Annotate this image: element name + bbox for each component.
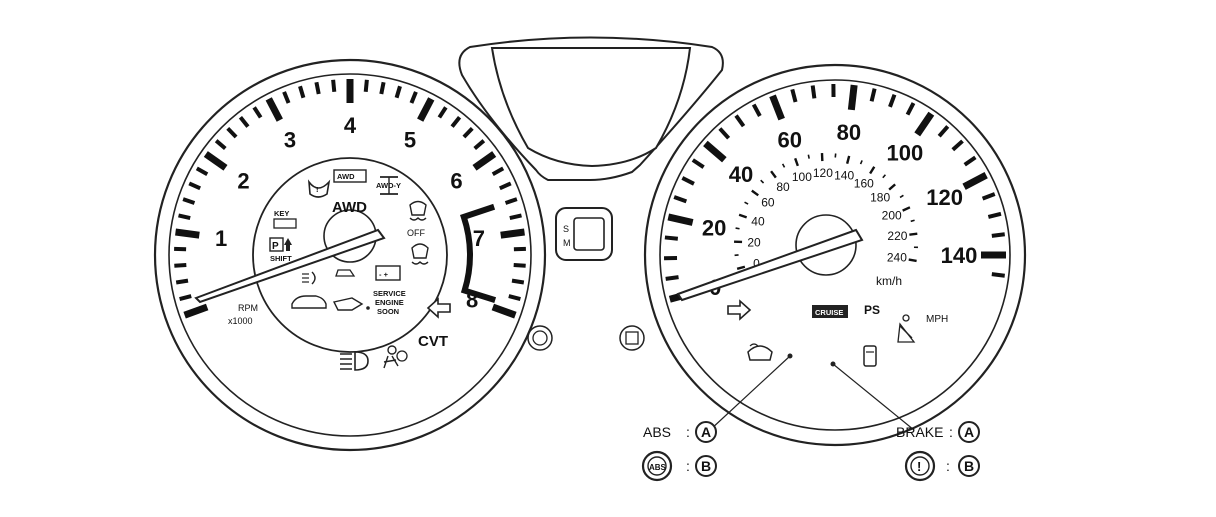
- speedo-tick: [851, 85, 854, 110]
- service-engine-line3: SOON: [377, 307, 399, 316]
- svg-text:!: !: [316, 185, 319, 194]
- speedo-tick: [665, 237, 678, 238]
- shift-label: SHIFT: [270, 254, 292, 263]
- abs-letter-b: B: [701, 458, 711, 474]
- tach-tick: [333, 80, 334, 92]
- tach-tick: [176, 232, 200, 235]
- svg-text:- +: - +: [379, 270, 389, 279]
- tach-tick: [514, 265, 526, 266]
- speedo-mph-number: 20: [702, 215, 726, 240]
- tach-number: 1: [215, 226, 227, 251]
- tach-number: 6: [450, 168, 462, 193]
- service-engine-line1: SERVICE: [373, 289, 406, 298]
- brake-colon: :: [949, 424, 953, 440]
- speedo-mph-number: 80: [837, 120, 861, 145]
- brake-warning-icon: !: [906, 452, 934, 480]
- brake-icon-text: !: [917, 459, 921, 474]
- abs-callout-label: ABS: [643, 424, 671, 440]
- tach-tick: [316, 82, 318, 94]
- kmh-tick: [909, 234, 917, 235]
- speedo-mph-number: 100: [886, 141, 923, 166]
- speedo-kmh-number: 240: [887, 251, 907, 265]
- kmh-tick: [911, 220, 915, 221]
- tach-rpm-unit: RPM: [238, 303, 258, 313]
- speedo-tick: [992, 234, 1005, 236]
- brake-letter-a: A: [964, 424, 974, 440]
- gear-s-text: S: [563, 224, 569, 234]
- speedo-kmh-number: 80: [776, 180, 790, 194]
- gear-indicator-segment-icon: [574, 218, 604, 250]
- tach-tick: [174, 265, 186, 266]
- odometer-trip-button-icon: [528, 326, 552, 350]
- service-engine-line2: ENGINE: [375, 298, 404, 307]
- speedo-mph-number: 40: [729, 162, 753, 187]
- key-label: KEY: [274, 209, 289, 218]
- speedo-tick: [992, 274, 1005, 276]
- tach-tick: [510, 215, 522, 218]
- kmh-unit: km/h: [876, 274, 902, 288]
- speedo-tick: [666, 277, 679, 279]
- cruise-label: CRUISE: [815, 308, 843, 317]
- speedo-kmh-number: 160: [854, 177, 874, 191]
- speedo-kmh-number: 60: [761, 195, 775, 209]
- brake-callout-label: BRAKE: [896, 424, 943, 440]
- tach-number: 2: [237, 168, 249, 193]
- awd-lock-text: AWD: [337, 172, 355, 181]
- tach-tick: [381, 82, 383, 94]
- fuel-door-icon: [864, 346, 876, 366]
- tach-tick: [501, 232, 525, 235]
- tach-tick: [512, 281, 524, 283]
- battery-charge-icon: - +: [376, 266, 400, 280]
- tach-number: 3: [284, 128, 296, 153]
- speedo-kmh-number: 40: [751, 214, 765, 228]
- abs-colon: :: [686, 424, 690, 440]
- speedo-kmh-number: 120: [813, 166, 833, 180]
- tach-number: 5: [404, 128, 416, 153]
- tach-tick: [179, 215, 191, 218]
- abs-icon-text: ABS: [649, 463, 667, 472]
- tach-tick: [366, 80, 367, 92]
- speedo-kmh-number: 220: [887, 229, 907, 243]
- abs-warning-icon: ABS: [643, 452, 671, 480]
- cruise-indicator-icon: CRUISE: [812, 305, 848, 318]
- speedo-mph-number: 140: [941, 243, 978, 268]
- kmh-tick: [736, 228, 740, 229]
- tach-tick: [176, 281, 188, 283]
- key-icon: [274, 219, 296, 228]
- park-shift-icon: P: [270, 238, 292, 252]
- speedo-kmh-number: 20: [747, 235, 761, 249]
- cvt-label: CVT: [418, 333, 448, 350]
- speedo-kmh-number: 100: [792, 170, 812, 184]
- speedo-mph-number: 120: [926, 185, 963, 210]
- kmh-tick: [808, 155, 809, 159]
- tach-multiplier: x1000: [228, 316, 253, 326]
- door-open-icon: [292, 296, 326, 308]
- svg-text:P: P: [272, 241, 279, 252]
- abs-colon-b: :: [686, 458, 690, 474]
- tach-number: 4: [344, 113, 357, 138]
- gear-m-text: M: [563, 238, 571, 248]
- reset-button-icon: [620, 326, 644, 350]
- mph-unit: MPH: [926, 314, 948, 325]
- speedo-kmh-number: 180: [870, 191, 890, 205]
- tach-number: 7: [473, 226, 485, 251]
- awd-label: AWD: [332, 199, 367, 216]
- slip-indicator-icon: [336, 270, 354, 276]
- speedo-tick: [813, 85, 815, 98]
- brake-colon-b: :: [946, 458, 950, 474]
- speedo-kmh-number: 140: [834, 168, 854, 182]
- speedo-mph-number: 60: [777, 128, 801, 153]
- power-steering-label: PS: [864, 303, 880, 317]
- vdc-off-label: OFF: [407, 228, 425, 238]
- abs-letter-a: A: [701, 424, 711, 440]
- kmh-tick: [909, 260, 917, 261]
- speedo-kmh-number: 200: [882, 209, 902, 223]
- brake-letter-b: B: [964, 458, 974, 474]
